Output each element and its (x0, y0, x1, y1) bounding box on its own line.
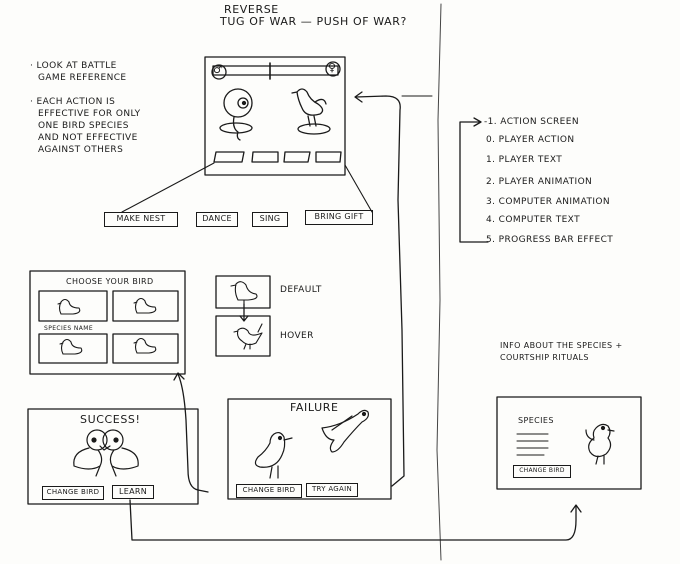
default-to-hover-arrow (239, 303, 249, 322)
male-token (211, 64, 227, 80)
try-again-button[interactable]: TRY AGAIN (306, 483, 358, 497)
success-change-bird-button[interactable]: CHANGE BIRD (42, 486, 104, 500)
note-line: AGAINST OTHERS (38, 145, 124, 155)
player-bird-icon (219, 88, 253, 141)
bring-gift-button[interactable]: BRING GIFT (305, 210, 373, 225)
learn-button[interactable]: LEARN (112, 485, 154, 499)
hover-label: HOVER (280, 331, 314, 341)
success-title: SUCCESS! (80, 413, 141, 426)
bird-card-icons (57, 297, 157, 355)
make-nest-button[interactable]: MAKE NEST (104, 212, 178, 227)
success-birds-icon (73, 429, 139, 477)
action-slots (213, 151, 342, 163)
note-line: GAME REFERENCE (38, 73, 127, 83)
sequence-step: 2. PLAYER ANIMATION (486, 177, 593, 187)
info-change-bird-button[interactable]: CHANGE BIRD (513, 465, 571, 478)
sequence-step: 0. PLAYER ACTION (486, 135, 575, 145)
dance-button[interactable]: DANCE (196, 212, 238, 227)
connector-lines (121, 162, 373, 213)
note-line: EFFECTIVE FOR ONLY (38, 109, 141, 119)
choose-bird-title: CHOOSE YOUR BIRD (66, 277, 154, 286)
progress-bar (212, 65, 339, 76)
learn-to-info-arrow (129, 499, 577, 541)
computer-bird-icon (291, 88, 331, 135)
default-label: DEFAULT (280, 285, 322, 295)
hover-state-frame (215, 315, 271, 357)
default-state-frame (215, 275, 271, 309)
retry-arrow (355, 95, 405, 487)
sing-button[interactable]: SING (252, 212, 288, 227)
male-symbol: ♂ (213, 63, 224, 76)
failure-change-bird-button[interactable]: CHANGE BIRD (236, 484, 302, 498)
female-symbol: ♀ (328, 61, 337, 74)
failure-frame (227, 398, 392, 500)
female-token (325, 61, 341, 77)
sequence-step: -1. ACTION SCREEN (484, 117, 579, 127)
success-frame (27, 408, 199, 505)
failure-bird-left-icon (254, 431, 293, 479)
sequence-step: 1. PLAYER TEXT (486, 155, 563, 165)
choose-bird-frame (29, 270, 186, 375)
info-species-label: SPECIES (518, 416, 554, 425)
failure-title: FAILURE (290, 401, 339, 414)
back-to-choose-arrow (177, 373, 209, 493)
info-note-line1: INFO ABOUT THE SPECIES + (500, 341, 623, 350)
note-line: ONE BIRD SPECIES (38, 121, 129, 131)
note-line: · EACH ACTION IS (30, 97, 116, 107)
battle-screen-frame (204, 56, 346, 176)
note-line: AND NOT EFFECTIVE (38, 133, 138, 143)
default-bird-icon (230, 281, 258, 305)
info-frame (496, 396, 642, 490)
bird-card-grid (38, 290, 179, 364)
info-bird-icon (585, 423, 615, 465)
note-line: · LOOK AT BATTLE (30, 61, 117, 71)
hover-bird-icon (233, 323, 263, 350)
info-note-line2: COURTSHIP RITUALS (500, 353, 589, 362)
sequence-bracket (459, 121, 489, 243)
header-subtitle: TUG OF WAR — PUSH OF WAR? (220, 15, 407, 28)
species-name-label: SPECIES NAME (44, 325, 94, 332)
sequence-step: 4. COMPUTER TEXT (486, 215, 580, 225)
failure-bird-right-icon (321, 409, 369, 453)
header-title: REVERSE (224, 3, 279, 16)
page-fold-line (436, 3, 442, 561)
sequence-step: 5. PROGRESS BAR EFFECT (486, 235, 614, 245)
info-text-lines (516, 433, 549, 456)
sequence-step: 3. COMPUTER ANIMATION (486, 197, 611, 207)
